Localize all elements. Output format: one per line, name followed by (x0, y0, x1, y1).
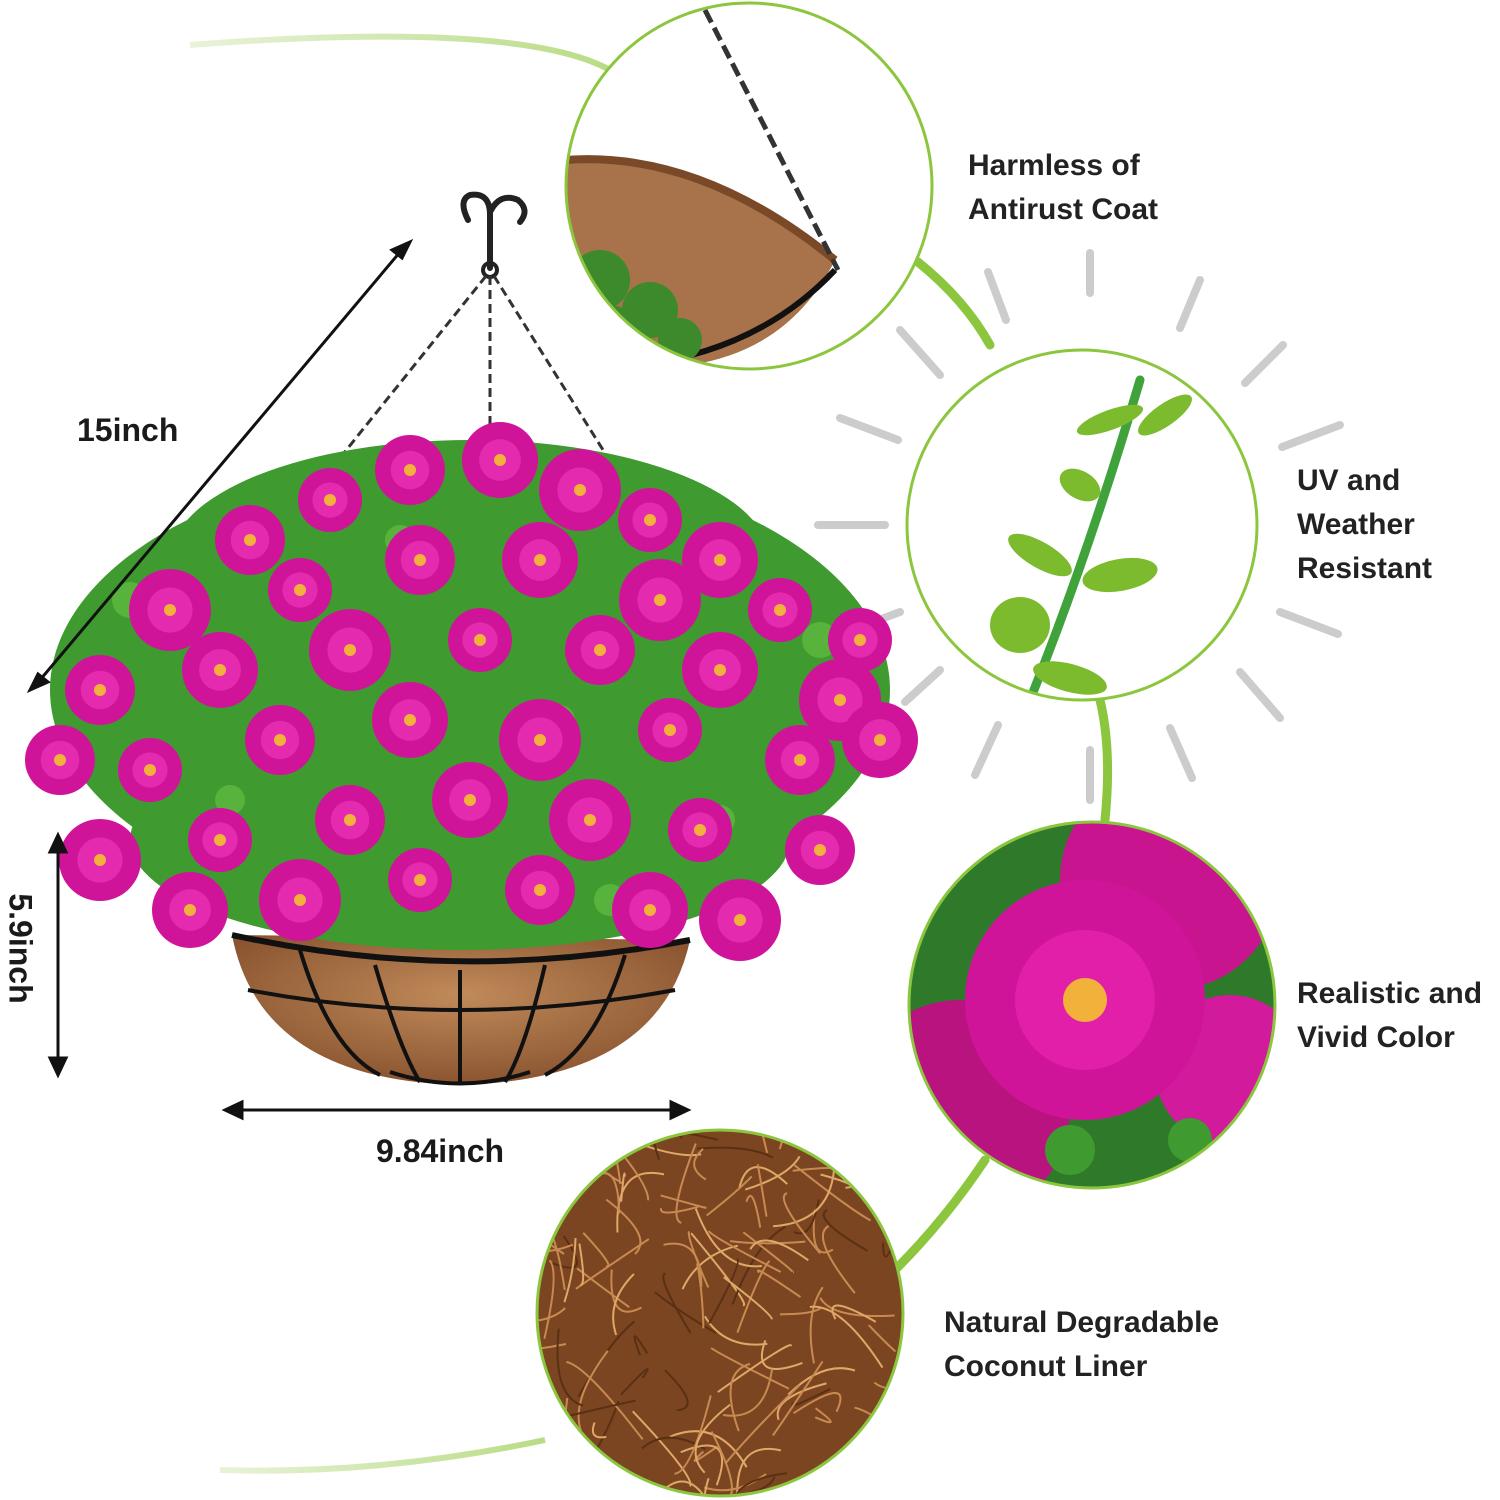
feature-uv-line3: Resistant (1297, 552, 1433, 585)
feature-uv-line2: Weather (1297, 508, 1415, 541)
petunia-flower (785, 815, 855, 885)
petunia-flower (188, 808, 252, 872)
feature-antirust-line2: Antirust Coat (968, 193, 1158, 226)
sunburst-icon (814, 249, 1344, 804)
petunia-flower (129, 569, 211, 651)
petunia-flower (388, 848, 452, 912)
petunia-flower (298, 468, 362, 532)
petunia-flower (25, 725, 95, 795)
petunia-flower (618, 488, 682, 552)
petunia-flower (499, 699, 581, 781)
petunia-flower (502, 522, 578, 598)
height-dimension-label: 5.9inch (2, 893, 39, 1004)
petunia-flower (828, 608, 892, 672)
petunia-flower (309, 609, 391, 691)
petunia-flower (565, 615, 635, 685)
coconut-liner-closeup-image (535, 1128, 905, 1498)
petunia-flower (448, 608, 512, 672)
petunia-flower (182, 632, 258, 708)
petunia-flower (152, 872, 228, 948)
petunia-flower (375, 435, 445, 505)
feature-antirust-line1: Harmless of (968, 149, 1140, 182)
feature-liner-line2: Coconut Liner (944, 1350, 1148, 1383)
hanging-basket-image (25, 191, 918, 1086)
antirust-closeup-image (564, 1, 934, 371)
feature-color-line1: Realistic and (1297, 977, 1483, 1010)
petunia-flower (612, 872, 688, 948)
petunia-flower (549, 779, 631, 861)
petunia-flower (65, 655, 135, 725)
petunia-flower (668, 798, 732, 862)
diagonal-dimension-label: 15inch (77, 412, 179, 448)
vivid-color-flower-image (907, 820, 1277, 1190)
petunia-flower (682, 632, 758, 708)
feature-color-line2: Vivid Color (1297, 1021, 1455, 1054)
petunia-flower (462, 422, 538, 498)
petunia-flower (765, 725, 835, 795)
uv-resistant-stem-image (905, 348, 1259, 702)
petunia-flower (505, 855, 575, 925)
petunia-flower (682, 522, 758, 598)
petunia-flower (315, 785, 385, 855)
feature-uv-weather: UV and Weather Resistant (1297, 459, 1432, 591)
connector-curve (189, 33, 1113, 1474)
petunia-flower (385, 525, 455, 595)
petunia-flower (59, 819, 141, 901)
petunia-flower (259, 859, 341, 941)
petunia-flower (215, 505, 285, 575)
feature-vivid-color: Realistic and Vivid Color (1297, 972, 1482, 1060)
petunia-flower (118, 738, 182, 802)
feature-uv-line1: UV and (1297, 464, 1401, 497)
petunia-flower (432, 762, 508, 838)
petunia-flower (268, 558, 332, 622)
petunia-flowers (25, 422, 918, 961)
feature-antirust: Harmless of Antirust Coat (968, 144, 1158, 232)
feature-coconut-liner: Natural Degradable Coconut Liner (944, 1301, 1219, 1389)
petunia-flower (619, 559, 701, 641)
petunia-flower (539, 449, 621, 531)
feature-liner-line1: Natural Degradable (944, 1306, 1220, 1339)
petunia-flower (638, 698, 702, 762)
width-dimension-label: 9.84inch (376, 1133, 505, 1169)
petunia-flower (748, 578, 812, 642)
petunia-flower (699, 879, 781, 961)
petunia-flower (842, 702, 918, 778)
petunia-flower (245, 705, 315, 775)
petunia-flower (372, 682, 448, 758)
dimension-arrows (26, 238, 692, 1121)
